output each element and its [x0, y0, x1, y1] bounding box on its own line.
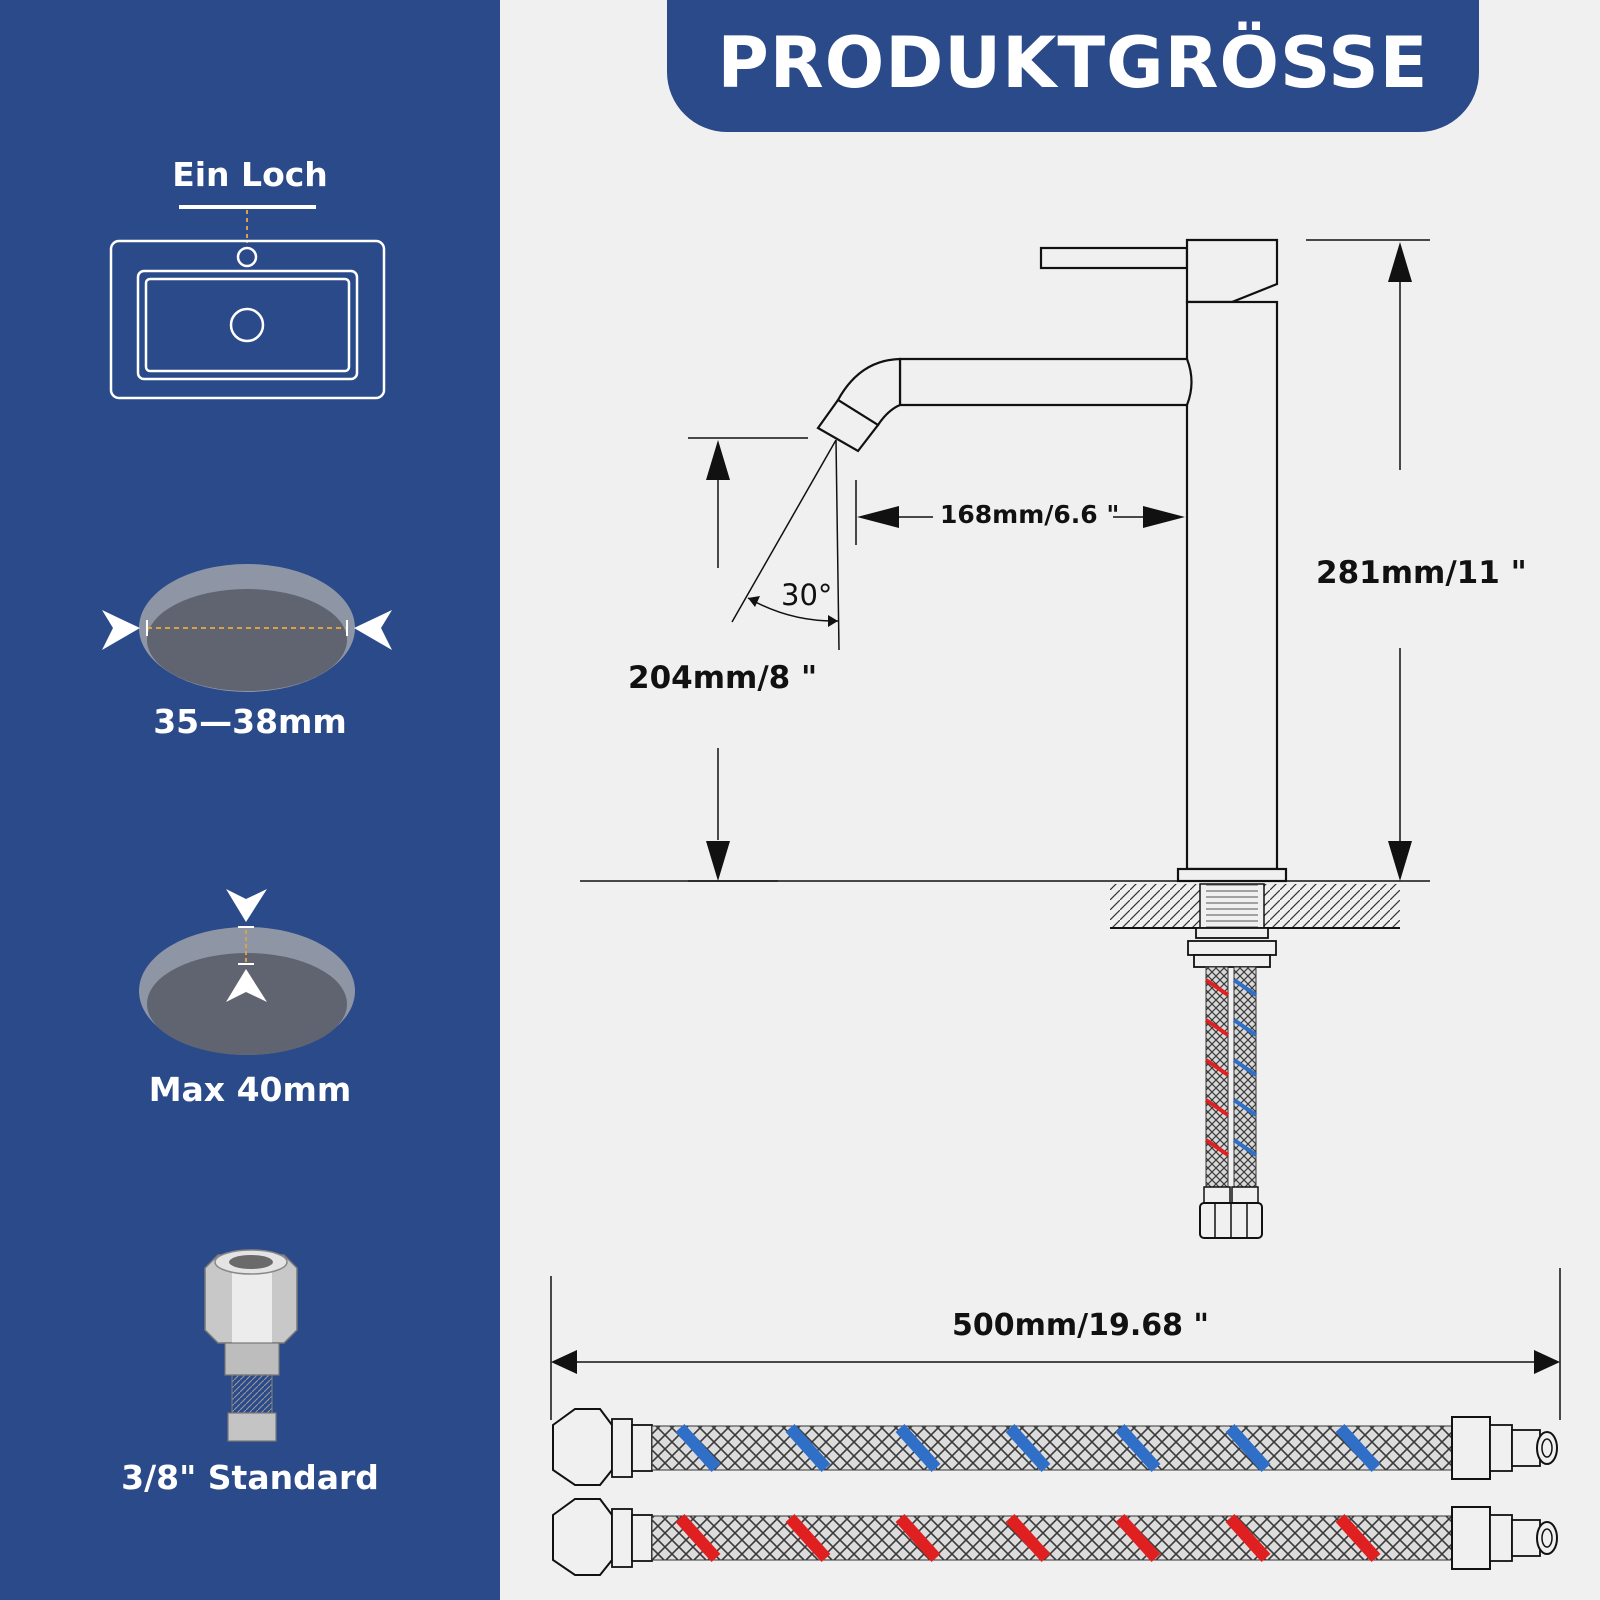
mounting-nut-and-hoses	[1187, 927, 1277, 1239]
cold-water-hose	[552, 1408, 1558, 1486]
height-dimension-line	[1306, 239, 1430, 881]
countertop-section	[580, 880, 1430, 929]
connector-label: 3/8" Standard	[121, 1458, 379, 1497]
max-thickness-label: Max 40mm	[148, 1070, 352, 1109]
faucet-spout-arm	[898, 357, 1193, 407]
header-banner: PRODUKTGRÖSSE	[667, 0, 1479, 132]
reach-dimension-line	[855, 480, 1185, 545]
hole-diameter-label: 35—38mm	[153, 702, 347, 741]
sidebar-illustrations	[102, 205, 392, 1442]
faucet-base-flange	[1176, 867, 1288, 883]
hose-length-label: 500mm/19.68 "	[952, 1308, 1210, 1343]
max-thickness-icon	[139, 889, 355, 1055]
spout-height-dimension-line	[688, 437, 808, 882]
page-title: PRODUKTGRÖSSE	[717, 22, 1429, 104]
faucet-outline	[816, 238, 1288, 883]
hole-diameter-icon	[102, 564, 392, 692]
height-dimension-label: 281mm/11 "	[1316, 555, 1527, 591]
angle-label: 30°	[781, 578, 833, 612]
faucet-column	[1185, 300, 1279, 871]
connector-fitting-icon	[204, 1249, 298, 1442]
faucet-cartridge-housing	[1185, 238, 1279, 304]
hole-label: Ein Loch	[172, 155, 328, 194]
reach-dimension-label: 168mm/6.6 "	[940, 500, 1120, 529]
angle-indicator	[731, 439, 840, 651]
hot-water-hose	[552, 1498, 1558, 1576]
faucet-aerator	[816, 398, 880, 453]
spout-height-dimension-label: 204mm/8 "	[628, 660, 818, 696]
hose-length-dimension-line	[550, 1268, 1561, 1420]
faucet-handle	[1039, 246, 1189, 270]
sink-top-view-icon	[109, 239, 386, 400]
